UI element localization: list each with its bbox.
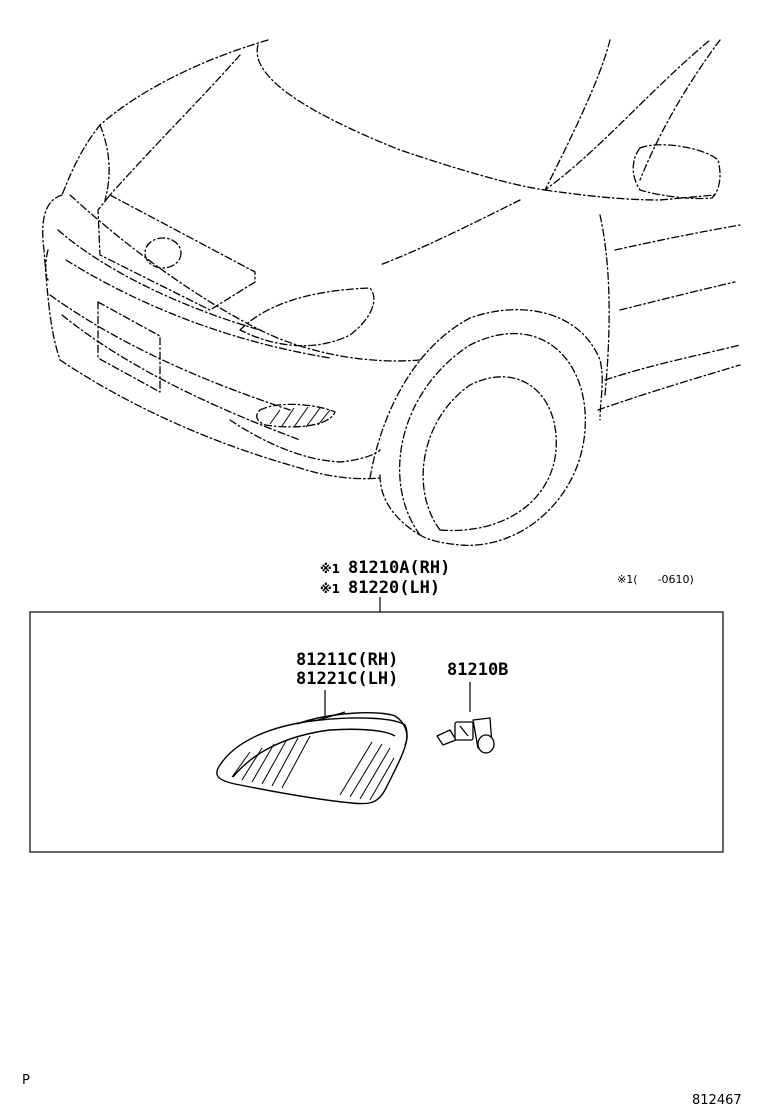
bulb-part-number: 81210B	[447, 660, 509, 680]
lens-hatching	[231, 735, 395, 801]
lens-lh-part-number: 81221C(LH)	[296, 669, 399, 689]
assembly-lh-callout: ※1 81220(LH)	[320, 578, 440, 598]
assembly-rh-part-number: 81210A(RH)	[348, 558, 451, 578]
footnote-mark: ※1	[320, 562, 341, 576]
diagram-number: 812467	[692, 1093, 742, 1108]
lens-rh-part-number: 81211C(RH)	[296, 650, 399, 670]
fog-lamp-lens	[216, 711, 408, 805]
footnote-mark: ※1	[320, 582, 341, 596]
footnote: ※1( -0610)	[617, 573, 694, 587]
corner-code: P	[22, 1073, 30, 1088]
assembly-rh-callout: ※1 81210A(RH)	[320, 558, 450, 578]
footnote-mark: ※1(	[617, 573, 638, 586]
footnote-period: -0610)	[657, 573, 694, 586]
assembly-lh-part-number: 81220(LH)	[348, 578, 441, 598]
bulb	[436, 717, 495, 754]
